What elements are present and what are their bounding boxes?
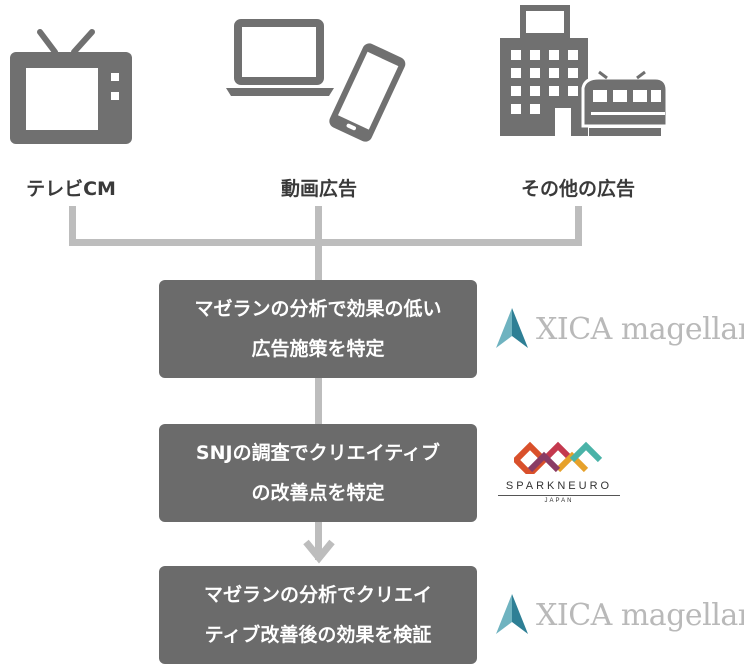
xica-mark-icon [496, 308, 528, 348]
step-1-line-2: 広告施策を特定 [251, 338, 385, 360]
connector-step1-step2 [315, 378, 322, 424]
arrow-down-icon [303, 536, 335, 566]
spark-neuro-logo: SPARKNEURO JAPAN [494, 440, 624, 510]
step-2-line-2: の改善点を特定 [251, 482, 385, 504]
step-1-line-1: マゼランの分析で効果の低い [194, 298, 442, 320]
xica-magellan-logo-1: XICA magellan [494, 308, 744, 352]
step-box-1: マゼランの分析で効果の低い 広告施策を特定 [159, 280, 477, 378]
connector-tv-down [69, 206, 76, 246]
connector-horizontal [69, 239, 582, 246]
xica-logo-text: XICA magellan [536, 312, 744, 347]
spark-neuro-sub-text: JAPAN [544, 498, 574, 504]
spark-neuro-underline [498, 495, 620, 496]
source-label-video: 動画広告 [280, 178, 357, 200]
step-box-2: SNJの調査でクリエイティブ の改善点を特定 [159, 424, 477, 522]
building-train-icon [495, 4, 675, 140]
xica-logo-text: XICA magellan [536, 598, 744, 633]
connector-other-down [575, 206, 582, 246]
source-label-other: その他の広告 [520, 178, 635, 200]
connector-step2-step3 [315, 522, 322, 560]
xica-mark-icon [496, 594, 528, 634]
tv-icon [8, 25, 133, 145]
source-label-tv: テレビCM [26, 178, 116, 200]
step-3-line-1: マゼランの分析でクリエイ [203, 584, 432, 606]
spark-neuro-mark-icon [514, 441, 603, 474]
step-box-3: マゼランの分析でクリエイ ティブ改善後の効果を検証 [159, 566, 477, 664]
laptop-smartphone-icon [226, 18, 416, 143]
spark-neuro-text: SPARKNEURO [505, 480, 613, 492]
step-2-line-1: SNJの調査でクリエイティブ [195, 442, 441, 464]
xica-magellan-logo-2: XICA magellan [494, 594, 744, 638]
step-3-line-2: ティブ改善後の効果を検証 [204, 624, 432, 646]
